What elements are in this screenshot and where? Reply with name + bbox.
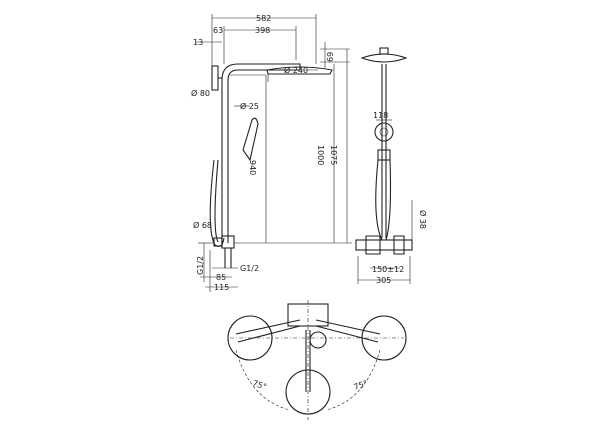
dim-582: 582 [256, 14, 271, 23]
dim-118: 118 [373, 111, 388, 120]
dim-398: 398 [255, 26, 270, 35]
angle-left: 75° [251, 378, 267, 391]
dim-240: Ø 240 [284, 65, 308, 75]
dim-g12: G1/2 [240, 264, 259, 273]
dim-305: 305 [376, 276, 391, 285]
dim-1075: 1075 [329, 145, 338, 165]
dim-940: 940 [248, 160, 257, 175]
front-view [355, 47, 413, 284]
dim-85: 85 [216, 273, 226, 282]
dim-38: Ø 38 [418, 210, 428, 229]
angle-right: 75° [353, 379, 369, 392]
dim-115: 115 [214, 283, 229, 292]
dim-150: 150±12 [372, 265, 404, 274]
side-view [196, 14, 352, 292]
dim-13: 13 [193, 38, 203, 47]
dim-25: Ø 25 [240, 101, 259, 111]
dim-69: 69 [326, 52, 335, 62]
dim-80: Ø 80 [191, 88, 210, 98]
dim-68: Ø 68 [193, 220, 212, 230]
dim-g12-vertical: G1/2 [196, 256, 205, 275]
dim-1000: 1000 [316, 145, 325, 165]
top-view [227, 300, 407, 420]
dim-63: 63 [213, 26, 223, 35]
